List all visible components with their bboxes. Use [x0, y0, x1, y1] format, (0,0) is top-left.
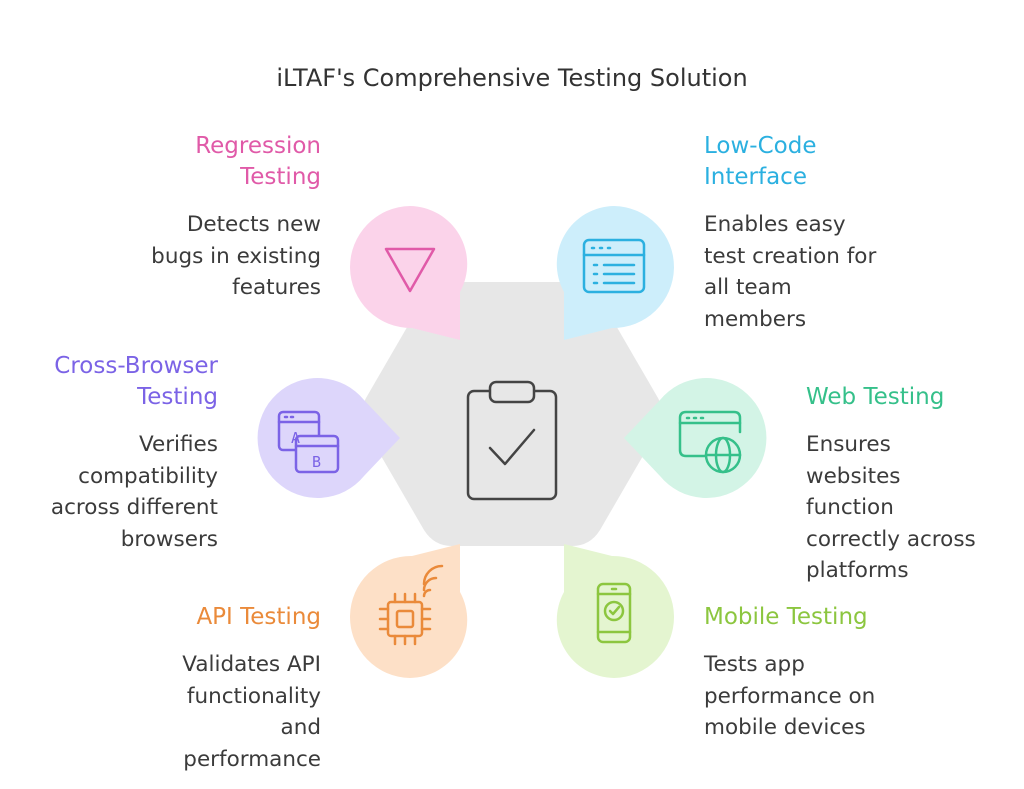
mobile-testing-heading: Mobile Testing	[704, 604, 868, 630]
browser-globe-icon	[678, 410, 742, 474]
cross-browser-testing-description: Verifies compatibility across different …	[50, 432, 218, 552]
web-testing-text: Web Testing Ensures websites function co…	[806, 382, 976, 587]
web-testing-heading: Web Testing	[806, 384, 945, 410]
api-testing-text: API Testing Validates API functionality …	[182, 602, 321, 775]
low-code-interface-description: Enables easy test creation for all team …	[704, 212, 877, 332]
regression-testing-node	[350, 206, 468, 340]
regression-testing-heading: Regression Testing	[195, 133, 321, 190]
api-testing-heading: API Testing	[196, 604, 321, 630]
cross-browser-testing-node: A B	[257, 378, 400, 499]
web-testing-node	[624, 378, 767, 499]
mobile-testing-description: Tests app performance on mobile devices	[704, 652, 876, 740]
regression-testing-text: Regression Testing Detects new bugs in e…	[151, 131, 321, 304]
browser-ab-letter-b: B	[312, 453, 321, 471]
triangle-down-icon	[384, 247, 436, 293]
cross-browser-testing-text: Cross-Browser Testing Verifies compatibi…	[51, 351, 218, 555]
mobile-check-icon	[596, 582, 632, 644]
low-code-interface-text: Low-Code Interface Enables easy test cre…	[704, 131, 876, 335]
mobile-testing-node	[556, 544, 675, 678]
center-hexagon	[361, 282, 663, 546]
api-testing-node	[349, 544, 468, 678]
web-testing-description: Ensures websites function correctly acro…	[806, 432, 976, 583]
diagram-title: iLTAF's Comprehensive Testing Solution	[276, 64, 748, 92]
cross-browser-testing-heading: Cross-Browser Testing	[54, 353, 218, 410]
clipboard-check-icon	[466, 380, 558, 501]
regression-testing-description: Detects new bugs in existing features	[151, 212, 321, 300]
browser-ab-icon	[277, 410, 340, 474]
chip-signal-icon	[378, 564, 444, 646]
api-testing-description: Validates API functionality and performa…	[182, 652, 321, 772]
low-code-interface-heading: Low-Code Interface	[704, 133, 817, 190]
browser-ab-letter-a: A	[291, 429, 300, 447]
mobile-testing-text: Mobile Testing Tests app performance on …	[704, 602, 875, 744]
regression-testing-drop	[350, 206, 468, 340]
low-code-interface-node	[556, 206, 674, 340]
browser-list-icon	[582, 238, 646, 294]
